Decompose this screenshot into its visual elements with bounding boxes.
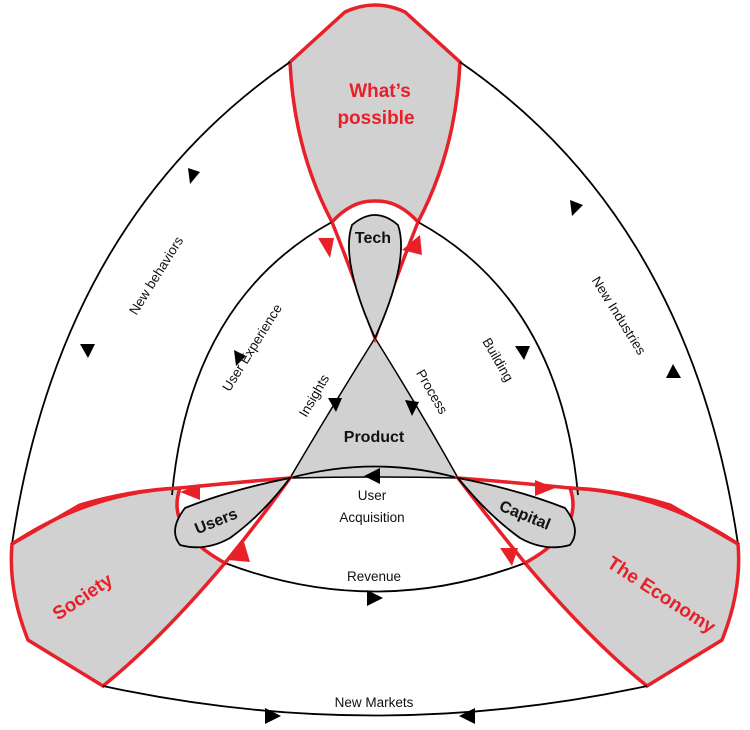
arrowheads-black [80, 168, 681, 724]
region-label-whats-possible-2: possible [337, 108, 414, 129]
region-whats-possible [288, 3, 462, 226]
arrow-revenue [367, 590, 383, 606]
arrow-insights [328, 398, 342, 412]
arrow-new-markets-1 [265, 708, 281, 724]
arrow-new-behaviors-1 [188, 168, 200, 184]
arrow-building [515, 346, 530, 360]
arrow-new-industries-2 [666, 364, 681, 378]
region-label-whats-possible-1: What’s [349, 81, 411, 102]
arrow-red-capital-top [535, 480, 555, 496]
middle-cycle [171, 221, 579, 593]
arrow-user-experience [234, 350, 246, 366]
node-label-product: Product [344, 429, 405, 446]
leaf-nodes [174, 214, 576, 549]
arrow-red-tech-right [402, 235, 422, 255]
arrow-process [405, 400, 419, 416]
edge-label-revenue: Revenue [347, 569, 401, 584]
capital-leaf [455, 476, 576, 549]
node-label-tech: Tech [355, 230, 391, 247]
edge-label-building: Building [479, 335, 516, 384]
edge-label-new-markets: New Markets [335, 695, 414, 710]
arrow-red-tech-left [318, 238, 334, 258]
arrow-red-users-top [180, 484, 200, 500]
arrow-new-behaviors-2 [80, 344, 95, 358]
tech-leaf [348, 214, 402, 341]
arrow-red-users-bottom [228, 542, 250, 562]
edge-label-new-behaviors: New behaviors [126, 234, 186, 318]
outer-cycle [11, 61, 739, 717]
arrow-red-capital-bottom [500, 548, 518, 566]
arrow-new-markets-2 [459, 708, 475, 724]
edge-label-insights: Insights [296, 372, 332, 420]
edge-label-user-acquisition-1: User [358, 488, 387, 503]
region-fills [9, 3, 741, 689]
edge-label-new-industries: New Industries [589, 274, 649, 358]
edge-label-user-acquisition-2: Acquisition [339, 510, 404, 525]
users-leaf [174, 476, 293, 549]
arrowheads-red [180, 235, 555, 566]
arrow-new-industries-1 [570, 200, 583, 216]
arrow-user-acquisition [364, 468, 380, 484]
